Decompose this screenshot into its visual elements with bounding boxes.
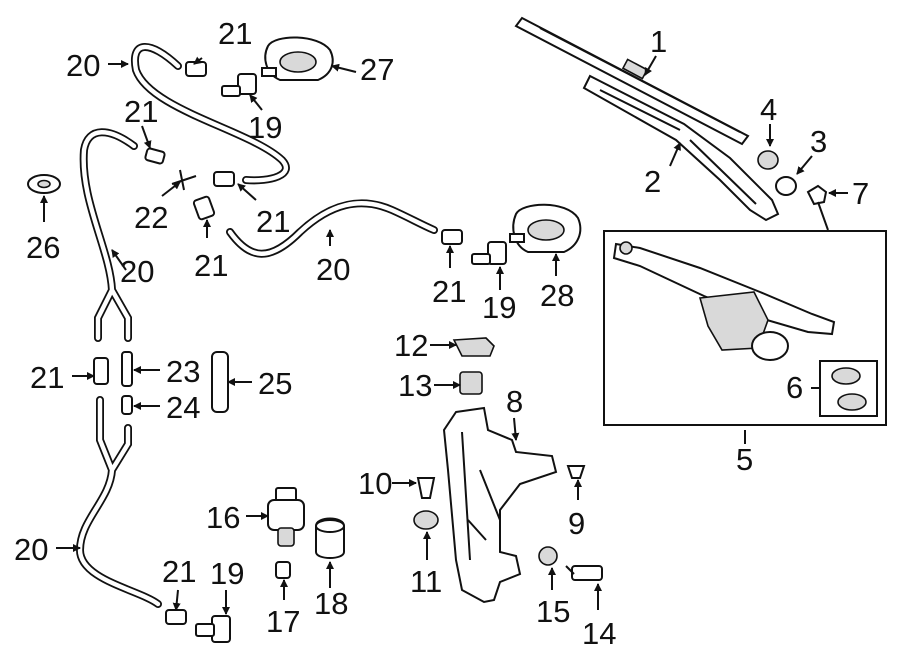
callout-21-d: 21: [194, 248, 228, 283]
level-sensor-14: [565, 565, 603, 581]
check-valve-19a: [221, 73, 257, 97]
connector-23: [121, 351, 133, 387]
pump-seal-15: [538, 546, 558, 566]
reservoir-clips: [413, 337, 586, 530]
washer-jet-28: [509, 203, 582, 253]
callout-23: 23: [166, 354, 200, 389]
grommet-26: [27, 174, 61, 194]
pump-grommet-17: [275, 561, 291, 579]
callout-18: 18: [314, 586, 348, 621]
callout-10: 10: [358, 466, 392, 501]
callout-19-upper: 19: [248, 110, 282, 145]
callout-28: 28: [540, 278, 574, 313]
washer-pump-16: [267, 487, 305, 547]
callout-14: 14: [582, 616, 616, 651]
callout-17: 17: [266, 604, 300, 639]
callout-20-center: 20: [316, 252, 350, 287]
washer-hose-upper: [130, 43, 290, 185]
callout-21-c: 21: [256, 204, 290, 239]
callout-1: 1: [650, 24, 667, 59]
callout-24: 24: [166, 390, 200, 425]
wiper-linkage-motor: [612, 241, 836, 361]
callout-3: 3: [810, 124, 827, 159]
callout-2: 2: [644, 164, 661, 199]
callout-27: 27: [360, 52, 394, 87]
washer-hose-lower: [75, 396, 162, 608]
callout-20-top: 20: [66, 48, 100, 83]
check-valve-19c: [195, 615, 231, 643]
callout-6: 6: [786, 370, 803, 405]
wiper-arm-nut-cap: [757, 150, 797, 196]
washer-hose-center: [226, 199, 438, 258]
hose-sleeve-25: [211, 351, 229, 413]
check-valve-19b: [471, 241, 507, 265]
hose-connectors-21: [93, 61, 463, 625]
callout-25: 25: [258, 366, 292, 401]
callout-26: 26: [26, 230, 60, 265]
callout-7: 7: [852, 176, 869, 211]
wiper-bolt: [806, 184, 829, 231]
callout-12: 12: [394, 328, 428, 363]
callout-21-b: 21: [124, 94, 158, 129]
washer-hose-left: [79, 128, 138, 342]
pump-sleeve-18: [315, 517, 345, 559]
callout-5: 5: [736, 442, 753, 477]
wiper-blade: [514, 16, 750, 146]
leader-lines: [40, 55, 848, 615]
callout-8: 8: [506, 384, 523, 419]
callout-16: 16: [206, 500, 240, 535]
callout-4: 4: [760, 92, 777, 127]
grommets: [831, 367, 867, 411]
washer-jet-27: [261, 36, 334, 81]
callout-20-bottom: 20: [14, 532, 48, 567]
callout-21-a: 21: [218, 16, 252, 51]
callout-22: 22: [134, 200, 168, 235]
callout-21-f: 21: [30, 360, 64, 395]
callout-15: 15: [536, 594, 570, 629]
callout-19-lower: 19: [210, 556, 244, 591]
callout-21-g: 21: [162, 554, 196, 589]
wiper-linkage-box: [603, 230, 887, 426]
washer-reservoir: [442, 406, 558, 604]
callout-13: 13: [398, 368, 432, 403]
callout-11: 11: [410, 564, 442, 599]
callout-21-e: 21: [432, 274, 466, 309]
callout-20-left: 20: [120, 254, 154, 289]
connector-24: [121, 395, 133, 415]
tee-connector-22: [171, 169, 197, 191]
wiper-arm: [582, 74, 780, 222]
callout-19-mid: 19: [482, 290, 516, 325]
callout-9: 9: [568, 506, 585, 541]
